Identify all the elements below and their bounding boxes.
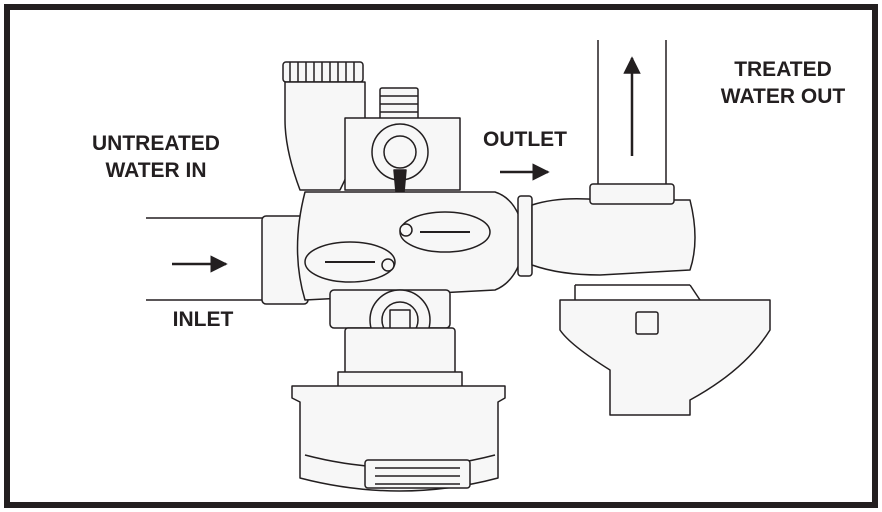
riser-collar	[589, 183, 675, 205]
treated-label-line2: WATER OUT	[720, 85, 846, 108]
control-stem	[344, 327, 456, 379]
inlet-label: INLET	[172, 308, 234, 331]
tank-cap-housing	[559, 299, 771, 416]
treated-label-line1: TREATED	[734, 58, 832, 81]
outlet-label: OUTLET	[483, 128, 567, 151]
outlet-flange	[517, 195, 533, 277]
treated-water-out-label: TREATED WATER OUT	[694, 56, 872, 110]
bypass-cap	[282, 61, 364, 83]
untreated-label-line1: UNTREATED	[92, 132, 220, 155]
outlet-elbow	[531, 198, 696, 276]
control-display	[364, 459, 471, 489]
untreated-water-in-label: UNTREATED WATER IN	[66, 130, 246, 184]
untreated-label-line2: WATER IN	[105, 159, 207, 182]
